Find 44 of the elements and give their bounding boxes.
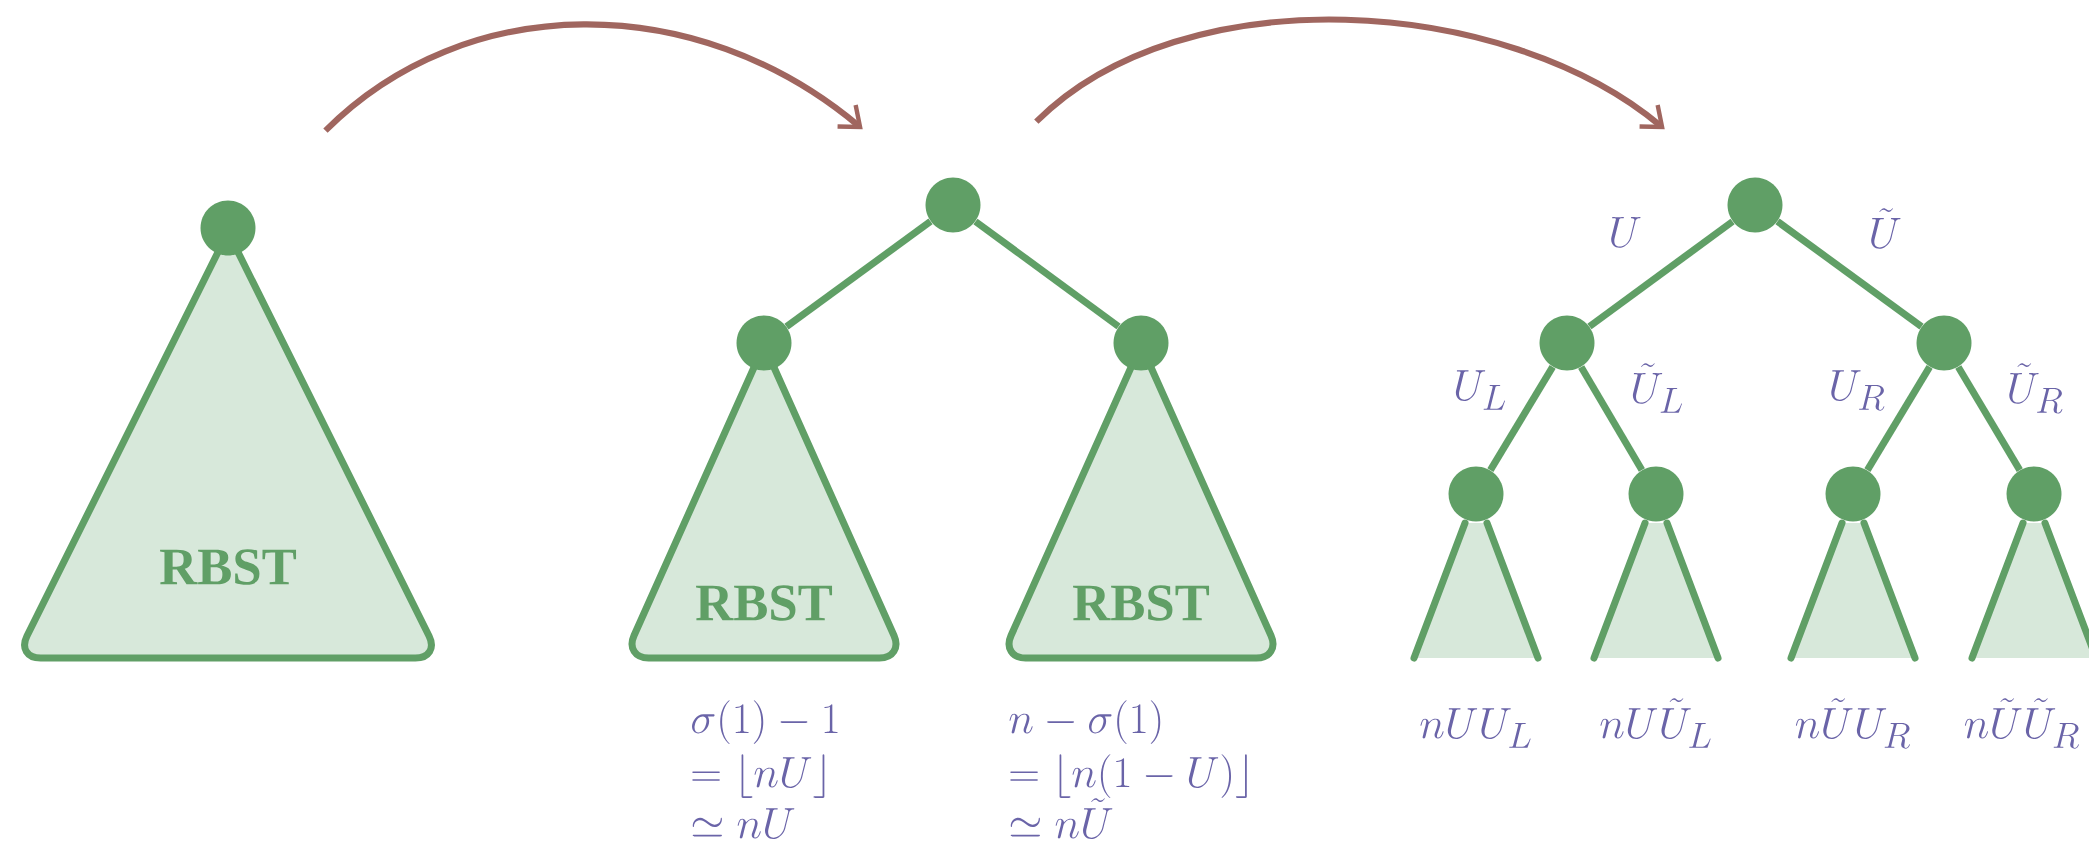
edge-label: $\tilde{U}_R$ <box>2002 359 2068 417</box>
tree-edge <box>1587 218 1735 330</box>
formula: $\sigma(1) - 1$ <box>692 700 838 744</box>
tree-node-circle <box>1916 315 1972 371</box>
tree-node-circle <box>200 200 256 256</box>
subtree-triangle <box>1410 519 1542 662</box>
formula: $n\tilde{U}\tilde{U}_R$ <box>1964 698 2079 749</box>
tree-node-circle <box>1448 466 1504 522</box>
formula: $nU\tilde{U}_L$ <box>1600 698 1711 748</box>
tree-node-circle <box>2006 466 2062 522</box>
subtree-triangle: RBST <box>21 241 435 662</box>
edge-label: $\tilde{U}_L$ <box>1626 359 1688 417</box>
tree-node-circle <box>925 177 981 233</box>
formula: $\simeq n\tilde{U}$ <box>1010 798 1113 839</box>
curved-arrow <box>1034 16 1665 130</box>
edge-label: $\tilde{U}$ <box>1864 204 1906 252</box>
tree-node-circle <box>1539 315 1595 371</box>
tree-edge <box>1578 365 1645 472</box>
tree-edge <box>973 218 1121 330</box>
edge-label: $U$ <box>1604 213 1646 251</box>
formula: $n - \sigma(1)$ <box>1009 700 1161 744</box>
subtree-triangle: RBST <box>1005 354 1277 662</box>
tree-edge <box>1955 365 2023 472</box>
tree-edge <box>784 218 933 330</box>
formula: $n\tilde{U}U_R$ <box>1795 698 1910 749</box>
subtree-triangle: RBST <box>628 354 900 662</box>
tree-node-circle <box>736 315 792 371</box>
subtree-triangle <box>1787 519 1919 662</box>
subtree-triangle <box>1590 519 1722 662</box>
tree-node-circle <box>1825 466 1881 522</box>
formula: $= \lfloor nU \rfloor$ <box>692 754 825 798</box>
edge-label: $U_L$ <box>1449 366 1511 414</box>
tree-edge <box>1487 365 1556 472</box>
tree-node-circle <box>1727 177 1783 233</box>
tree-node-circle <box>1628 466 1684 522</box>
tree-edge <box>1775 218 1924 330</box>
formula: $= \lfloor n(1 - U) \rfloor$ <box>1010 754 1247 798</box>
tree-edge <box>1864 365 1933 472</box>
formula: $nUU_L$ <box>1420 708 1531 748</box>
formula: $\simeq nU$ <box>692 808 795 839</box>
edge-label: $U_R$ <box>1824 366 1890 414</box>
subtree-triangle <box>1968 519 2089 662</box>
tree-node-circle <box>1113 315 1169 371</box>
curved-arrow <box>323 21 863 133</box>
